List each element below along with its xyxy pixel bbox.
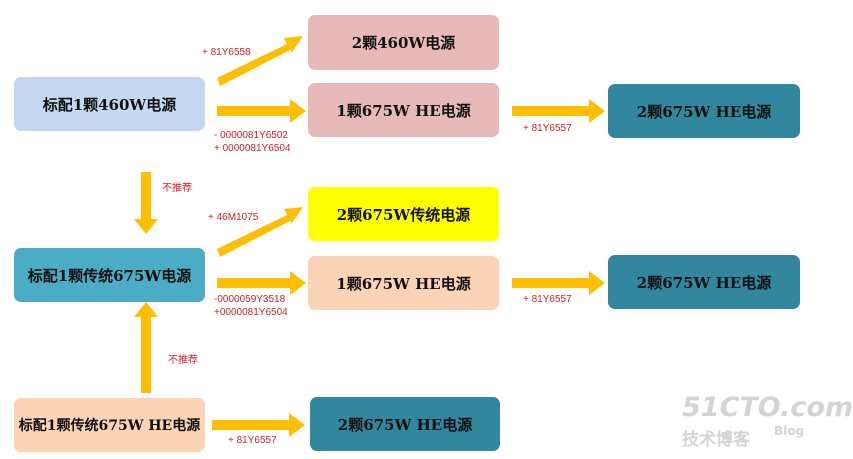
- arrow-to-2x460: [217, 36, 303, 86]
- node-2x675w-traditional: 2颗675W传统电源: [308, 187, 499, 241]
- arrow-to-2x675he-mid: [512, 271, 605, 295]
- label-to-2x460: + 81Y6558: [202, 47, 251, 58]
- arrow-to-1x675he-mid: [217, 271, 306, 295]
- label-to-1x675he-top-line1: - 0000081Y6502: [214, 130, 288, 141]
- arrow-to-2x675he-top: [512, 99, 605, 123]
- label-to-2x675trad: + 46M1075: [208, 212, 259, 223]
- node-2x675w-he-mid: 2颗675W HE电源: [608, 255, 800, 309]
- label-to-1x675he-mid-line1: -0000059Y3518: [214, 294, 286, 305]
- arrow-to-2x675trad: [217, 207, 303, 257]
- node-std-675w-traditional: 标配1颗传统675W电源: [14, 248, 205, 302]
- node-std-675w-he: 标配1颗传统675W HE电源: [14, 398, 205, 452]
- node-2x675w-he-top: 2颗675W HE电源: [608, 84, 800, 138]
- label-not-recommended-down: 不推荐: [162, 183, 192, 194]
- label-to-1x675he-top-line2: + 0000081Y6504: [214, 143, 291, 154]
- watermark-site: 51CTO.com: [682, 392, 853, 423]
- node-std-460w: 标配1颗460W电源: [14, 77, 205, 131]
- label-not-recommended-up: 不推荐: [168, 355, 198, 366]
- arrow-layer: [134, 36, 605, 437]
- node-1x675w-he-top: 1颗675W HE电源: [308, 83, 499, 137]
- watermark-sub: 技术博客: [682, 430, 750, 450]
- watermark-blog: Blog: [774, 424, 805, 438]
- label-to-1x675he-mid-line2: +0000081Y6504: [214, 307, 288, 318]
- node-2x675w-he-bottom: 2颗675W HE电源: [310, 397, 500, 451]
- arrow-to-2x675he-bottom: [212, 413, 305, 437]
- label-to-2x675he-bottom: + 81Y6557: [228, 435, 277, 446]
- arrow-up-not-recommended: [134, 302, 158, 393]
- node-1x675w-he-mid: 1颗675W HE电源: [308, 256, 499, 310]
- node-2x460w: 2颗460W电源: [308, 15, 499, 70]
- arrow-to-1x675he-top: [217, 99, 306, 123]
- arrow-down-not-recommended: [134, 172, 158, 234]
- label-to-2x675he-top: + 81Y6557: [523, 123, 572, 134]
- label-to-2x675he-mid: + 81Y6557: [523, 294, 572, 305]
